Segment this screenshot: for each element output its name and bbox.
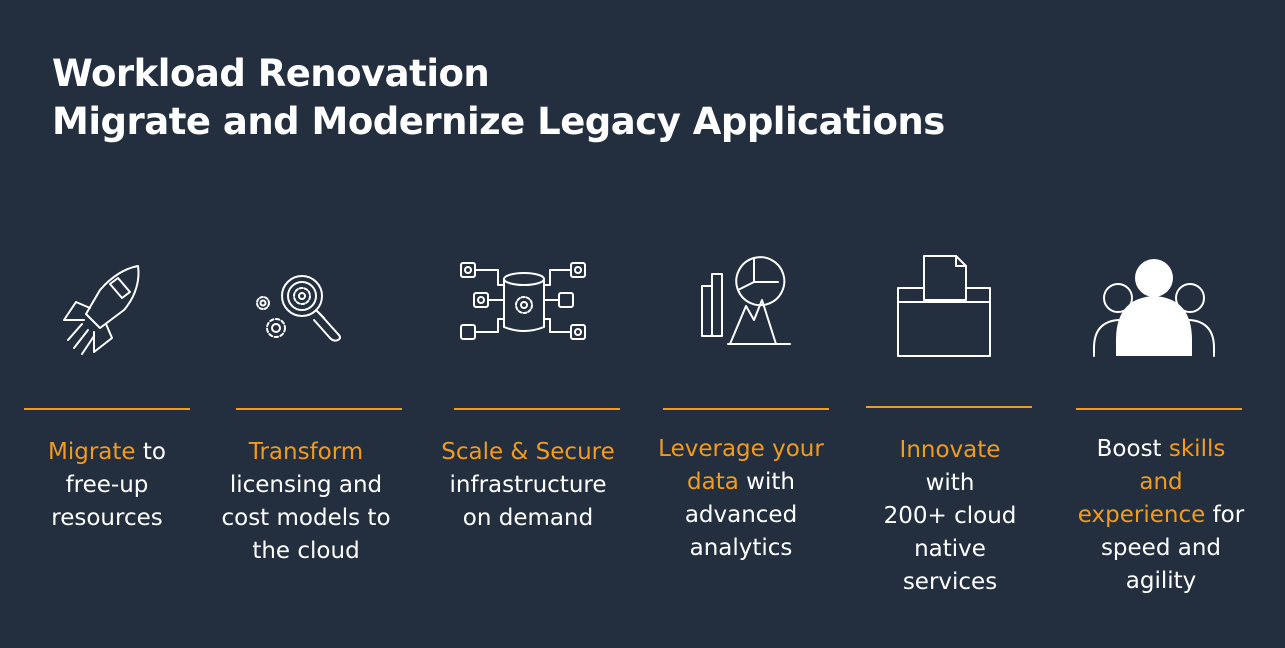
pillar-caption-innovate: Innovate with 200+ cloud native services [860,434,1040,599]
pillar-divider [1076,408,1242,410]
caption-highlight: Migrate [48,439,136,465]
pillar-caption-scale-secure: Scale & Secure infrastructure on demand [422,436,634,535]
caption-line: speed and [1100,535,1222,561]
analytics-charts-icon [698,254,794,350]
pillar-divider [454,408,620,410]
rocket-icon [60,262,144,360]
caption-line: analytics [689,535,793,561]
caption-line: Boost skills [1056,433,1266,466]
caption-text: Boost [1096,436,1169,462]
caption-line: Migrate to [22,436,192,469]
caption-line: infrastructure [449,472,607,498]
slide-title: Workload Renovation Migrate and Moderniz… [52,50,945,146]
people-group-icon [1090,256,1218,360]
caption-line: services [902,569,998,595]
pillar-divider [24,408,190,410]
caption-line: advanced [684,502,798,528]
caption-line: on demand [462,505,594,531]
caption-highlight: skills [1168,436,1226,462]
caption-text: to [135,439,166,465]
pillar-divider [866,406,1032,408]
caption-highlight: Transform [248,439,364,465]
pillar-divider [236,408,402,410]
pillar-caption-migrate: Migrate to free-up resources [22,436,192,535]
pillar-caption-transform: Transform licensing and cost models to t… [206,436,406,568]
caption-line: 200+ cloud [883,503,1017,529]
caption-highlight: and [1139,469,1183,495]
caption-text: for [1205,502,1245,528]
caption-highlight: experience [1077,502,1206,528]
caption-highlight: Leverage your [658,436,824,462]
pillar-caption-leverage-data: Leverage your data with advanced analyti… [636,433,846,565]
caption-line: agility [1125,568,1197,594]
caption-highlight: Innovate [899,437,1001,463]
title-line-1: Workload Renovation [52,52,490,95]
caption-line: experience for [1056,499,1266,532]
caption-highlight: Scale & Secure [441,439,615,465]
pillar-divider [663,408,829,410]
caption-line: with [925,470,975,496]
caption-highlight: data [687,469,739,495]
caption-line: the cloud [252,538,360,564]
database-network-icon [458,259,590,349]
caption-line: licensing and [229,472,383,498]
document-box-icon [896,254,992,360]
title-line-2: Migrate and Modernize Legacy Application… [52,100,945,143]
caption-text: with [738,469,795,495]
caption-line: data with [636,466,846,499]
caption-line: cost models to [221,505,391,531]
caption-line: free-up [65,472,149,498]
caption-line: resources [51,505,163,531]
caption-line: native [914,536,986,562]
gears-magnifier-icon [252,272,348,344]
pillar-caption-boost-skills: Boost skills and experience for speed an… [1056,433,1266,598]
